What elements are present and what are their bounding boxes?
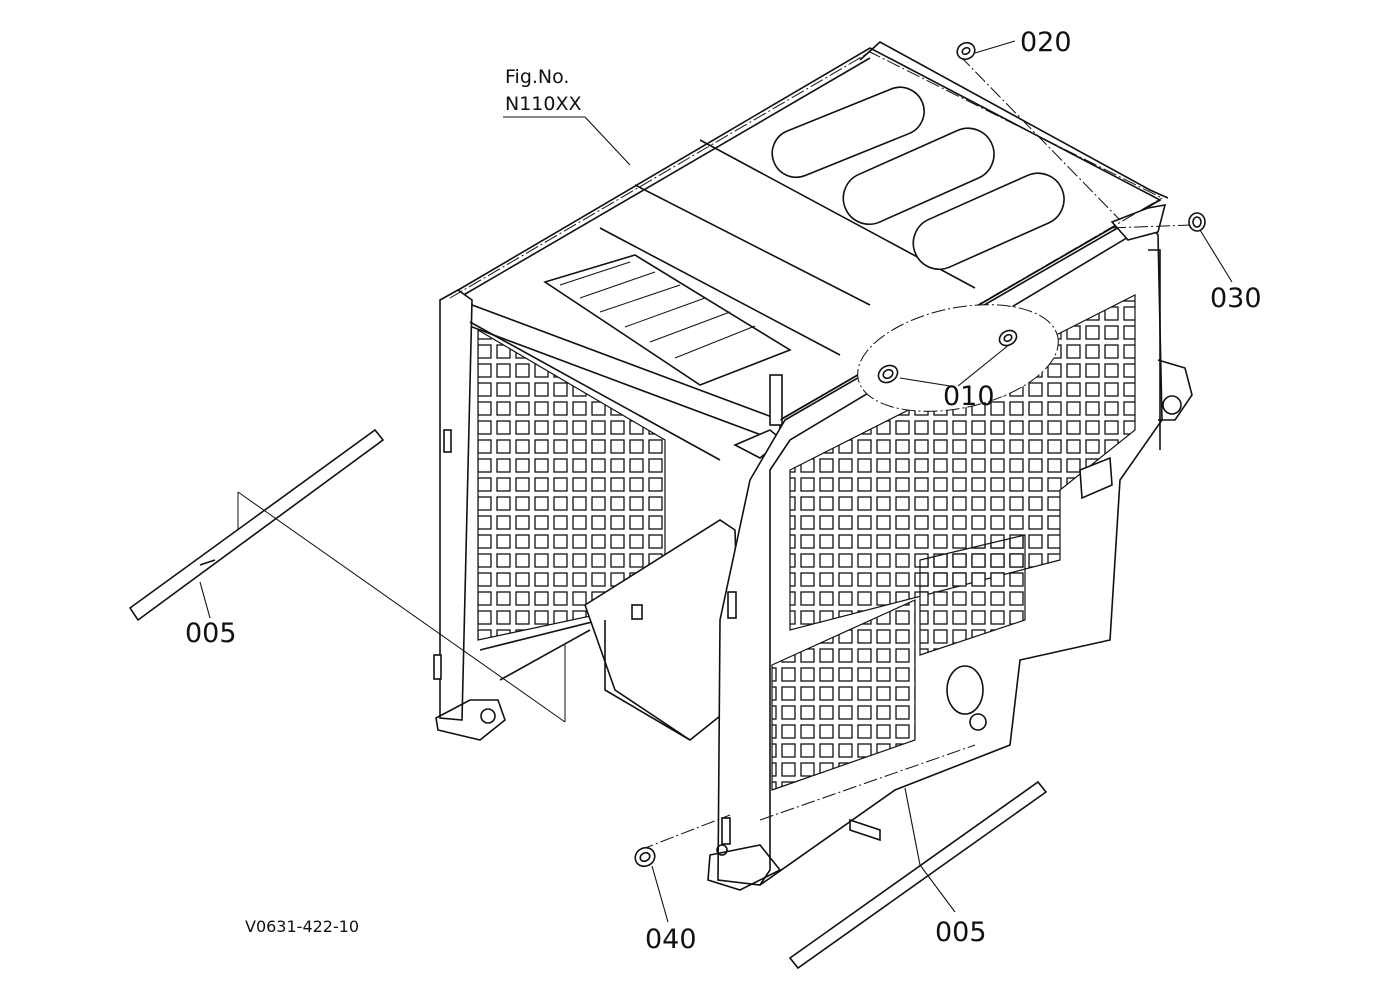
roof-vent-grille — [543, 254, 792, 386]
right-lower-mesh — [771, 534, 1026, 791]
right-upper-mesh — [789, 294, 1136, 631]
front-post-foot — [707, 591, 881, 891]
cap-030 — [1188, 212, 1206, 232]
fig-ref-label: Fig.No. — [505, 66, 569, 88]
roof-window-2 — [842, 127, 995, 225]
bushing-010-a — [877, 364, 899, 384]
seal-strip-005-left — [128, 428, 385, 622]
document-id: V0631-422-10 — [245, 917, 359, 936]
callout-040[interactable]: 040 — [645, 924, 697, 955]
roof-window-1 — [771, 86, 925, 179]
bushing-020 — [956, 41, 976, 61]
strip-projection-lines — [237, 491, 566, 723]
roof-window-3 — [912, 172, 1065, 270]
left-rear-post — [433, 289, 506, 741]
seal-strip-005-right — [788, 780, 1048, 970]
callout-005-right[interactable]: 005 — [935, 917, 987, 948]
fig-ref-number[interactable]: N110XX — [505, 93, 582, 115]
bushing-040 — [634, 846, 656, 868]
center-pillar — [733, 374, 784, 459]
leader-lines — [199, 40, 1233, 923]
callout-010[interactable]: 010 — [943, 381, 995, 412]
bushing-010-b — [998, 329, 1018, 347]
floor-pan — [499, 519, 741, 741]
callout-005-left[interactable]: 005 — [185, 618, 237, 649]
right-panel-details — [946, 203, 1193, 731]
callout-030[interactable]: 030 — [1210, 283, 1262, 314]
callout-020[interactable]: 020 — [1020, 27, 1072, 58]
